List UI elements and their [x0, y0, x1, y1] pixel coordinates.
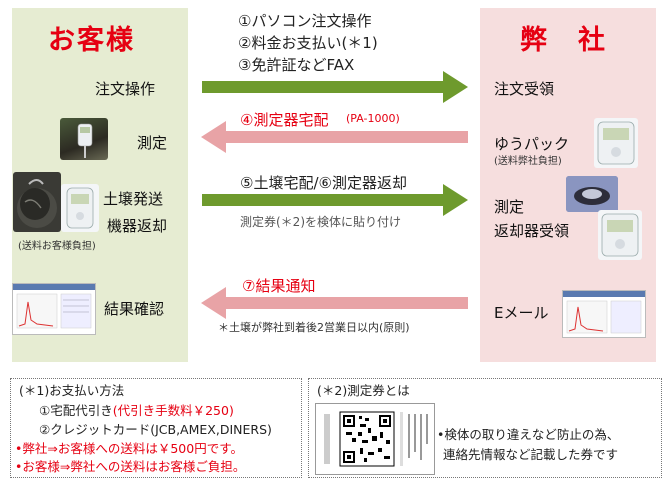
device-delivery-arrow — [201, 121, 468, 153]
soil-measure-photo — [60, 118, 108, 160]
payment-cod-fee: (代引き手数料￥250) — [112, 403, 234, 418]
step-4-code: (PA-1000) — [346, 112, 400, 125]
measure-device-icon — [597, 121, 635, 165]
result-arrow — [201, 287, 468, 319]
step-56-label: ⑤土壌宅配/⑥測定器返却 — [240, 174, 407, 192]
measure-device-icon — [601, 213, 639, 257]
company-yupack: ゆうパック — [494, 135, 570, 153]
lab-measure-photo — [566, 176, 618, 212]
company-order-receive: 注文受領 — [494, 80, 555, 98]
step-7-note: ＊土壌が弊社到着後2営業日以内(原則) — [218, 321, 410, 334]
payment-credit: ②クレジットカード(JCB,AMEX,DINERS) — [39, 422, 272, 437]
customer-title: お客様 — [48, 25, 135, 56]
measure-device-icon — [77, 123, 93, 158]
payment-ship-to-company: •お客様⇒弊社への送料はお客様ご負担。 — [15, 459, 246, 474]
returned-device-photo — [598, 210, 642, 260]
ticket-desc-2: 連絡先情報など記載した券です — [443, 447, 619, 462]
result-screen-thumb — [12, 283, 96, 335]
payment-cod-label: ①宅配代引き — [39, 403, 113, 418]
customer-order-op: 注文操作 — [95, 80, 156, 98]
company-shipping-note: (送料弊社負担) — [494, 156, 562, 167]
ticket-box: (＊2)測定券とは — [308, 378, 662, 478]
company-device-receive: 返却器受領 — [494, 222, 570, 240]
email-screen-thumb — [562, 290, 646, 338]
ticket-sample-image — [315, 403, 435, 475]
shipped-device-photo — [594, 118, 638, 168]
soil-bag-photo — [13, 172, 61, 232]
payment-title: (＊1)お支払い方法 — [19, 383, 125, 398]
step-2-label: ②料金お支払い(＊1) — [238, 34, 378, 52]
qr-code-icon — [324, 411, 428, 467]
payment-cod: ①宅配代引き(代引き手数料￥250) — [39, 401, 234, 421]
step-56-note: 測定券(＊2)を検体に貼り付け — [240, 215, 401, 229]
step-4-label: ④測定器宅配 — [240, 111, 329, 129]
ticket-title: (＊2)測定券とは — [317, 383, 410, 398]
company-title: 弊 社 — [520, 25, 607, 56]
customer-measure: 測定 — [137, 134, 168, 152]
order-arrow — [202, 71, 468, 103]
lab-equipment-icon — [566, 176, 618, 212]
step-1-label: ①パソコン注文操作 — [238, 12, 372, 30]
customer-device-return: 機器返却 — [107, 217, 168, 235]
payment-ship-to-customer: •弊社⇒お客様への送料は￥500円です。 — [15, 441, 243, 456]
step-7-label: ⑦結果通知 — [242, 277, 316, 295]
result-chart-icon — [13, 284, 95, 329]
soil-return-arrow — [202, 184, 468, 216]
company-email: Eメール — [494, 304, 549, 322]
customer-shipping-note: (送料お客様負担) — [18, 241, 96, 252]
customer-soil-send: 土壌発送 — [103, 190, 164, 208]
customer-result-check: 結果確認 — [104, 300, 165, 318]
return-device-photo — [61, 184, 99, 232]
company-measure: 測定 — [494, 198, 525, 216]
step-3-label: ③免許証などFAX — [238, 56, 355, 74]
result-chart-icon — [563, 291, 645, 334]
ticket-desc-1: •検体の取り違えなど防止の為、 — [437, 427, 620, 442]
measure-device-icon — [66, 187, 94, 229]
soil-bag-icon — [17, 179, 57, 228]
payment-box: (＊1)お支払い方法 ①宅配代引き(代引き手数料￥250) ②クレジットカード(… — [10, 378, 302, 478]
